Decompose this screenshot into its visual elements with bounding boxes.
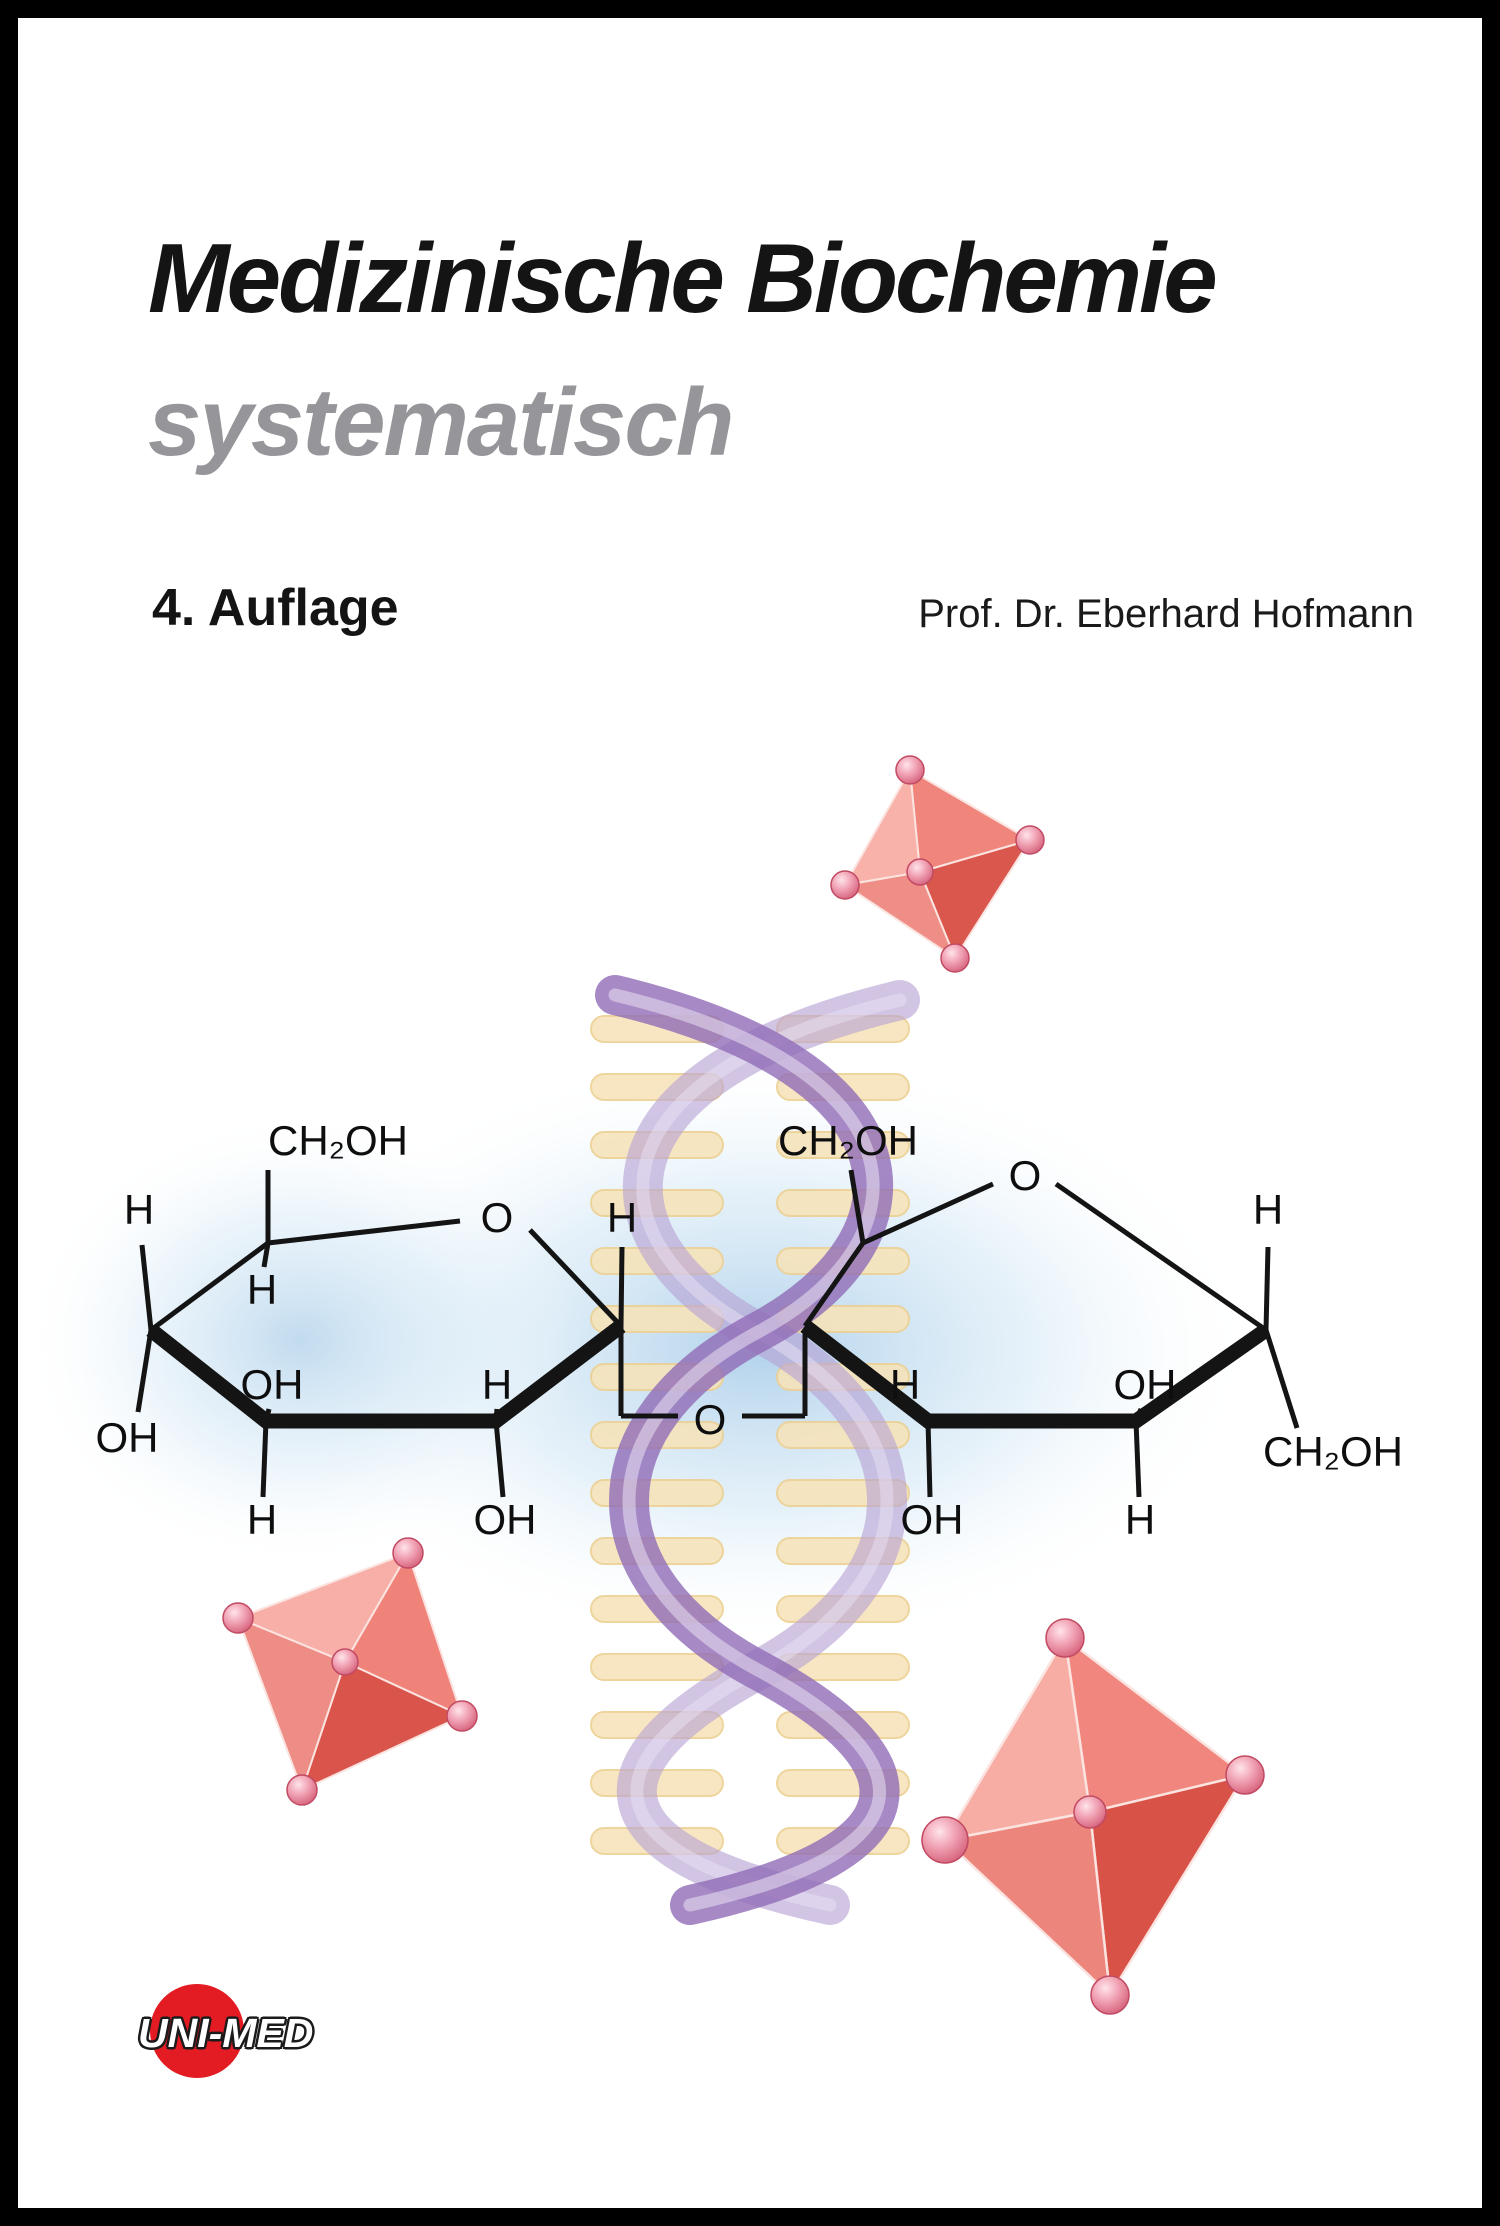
edition-label: 4. Auflage xyxy=(152,579,399,637)
molecule-label-right-ring-o: O xyxy=(1008,1152,1042,1199)
dna-helix-icon xyxy=(595,975,920,1925)
author-name: Prof. Dr. Eberhard Hofmann xyxy=(918,592,1414,636)
molecule-label-left-h-inner: H xyxy=(246,1266,278,1313)
molecule-label-right-ch2oh-top: CH₂OH xyxy=(778,1117,918,1164)
molecule-label-left-ch2oh: CH₂OH xyxy=(268,1117,408,1164)
molecule-label-right-h-upper: H xyxy=(889,1361,921,1408)
book-subtitle: systematisch xyxy=(148,369,734,476)
molecule-label-center-h: H xyxy=(606,1194,638,1241)
molecule-label-left-oh-lower: OH xyxy=(473,1496,537,1543)
crystal-octahedron-bottom-right-icon xyxy=(921,1618,1265,2015)
unimed-logo-circle-icon xyxy=(150,1984,244,2078)
unimed-logo-text: UNI-MED xyxy=(138,2010,314,2056)
molecule-label-right-h-lower: H xyxy=(1124,1496,1156,1543)
molecule-label-left-h-upper: H xyxy=(481,1361,513,1408)
publisher-logo: UNI-MED xyxy=(138,1982,426,2086)
molecule-label-left-h-lower: H xyxy=(246,1496,278,1543)
molecule-label-right-ch2oh-side: CH₂OH xyxy=(1263,1428,1403,1475)
molecule-label-left-h-top: H xyxy=(123,1186,155,1233)
molecule-label-right-oh-lower: OH xyxy=(900,1496,964,1543)
crystal-octahedron-left-icon xyxy=(222,1537,478,1806)
molecule-label-left-oh-upper: OH xyxy=(240,1361,304,1408)
book-title: Medizinische Biochemie xyxy=(148,223,1218,333)
molecule-label-left-oh-outer: OH xyxy=(95,1414,159,1461)
molecule-label-right-h-top: H xyxy=(1252,1186,1284,1233)
molecule-label-glycosidic-o: O xyxy=(693,1396,727,1443)
molecule-label-left-ring-o: O xyxy=(480,1194,514,1241)
molecule-bonds xyxy=(135,1169,1300,1498)
molecule-label-right-oh-upper: OH xyxy=(1113,1361,1177,1408)
crystal-octahedron-top-icon xyxy=(830,755,1045,973)
